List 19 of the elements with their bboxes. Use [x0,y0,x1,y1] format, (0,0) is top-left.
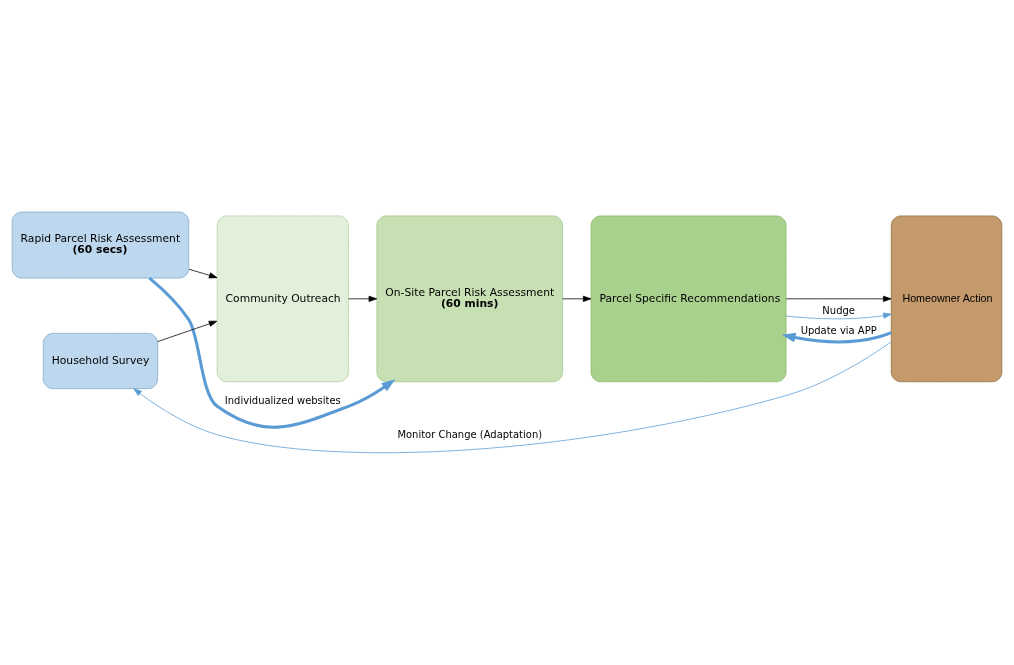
node-box: On-Site Parcel Risk Assessment (60 mins) [376,215,564,383]
arrow [133,341,892,454]
arrow [148,276,396,429]
arrow [348,295,378,302]
node-box: Parcel Specific Recommendations [590,215,787,383]
arrow [785,312,892,320]
arrow [781,331,892,344]
arrow [157,320,218,342]
edge-label: Individualized websites [224,394,341,406]
node-box: Homeowner Action [890,215,1003,383]
arrow [785,295,892,302]
node-box: Community Outreach [216,215,349,383]
node-box: Rapid Parcel Risk Assessment (60 secs) [11,211,190,279]
edge-label: Monitor Change (Adaptation) [397,429,543,441]
arrow [562,295,592,302]
node-box: Household Survey [42,333,159,390]
edge-label: Update via APP [800,325,877,337]
arrow [188,268,218,279]
edge-label: Nudge [822,304,855,316]
